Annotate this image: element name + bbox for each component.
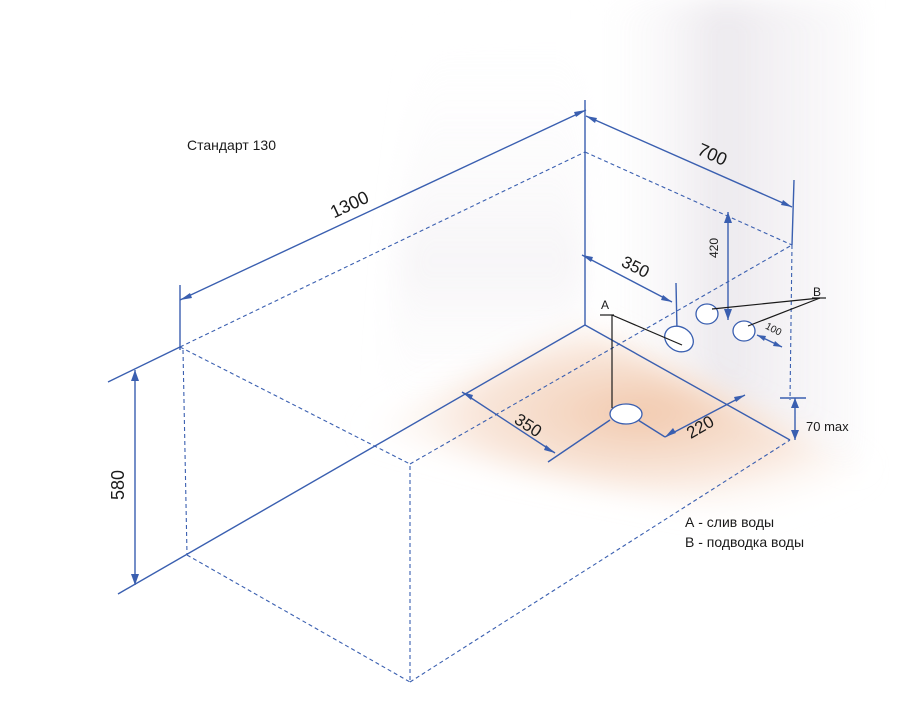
supply-hole-1 (695, 303, 719, 325)
leader-lines (600, 297, 826, 408)
marker-b: B (813, 285, 821, 299)
dim-drain-height-label: 70 max (806, 419, 849, 434)
dim-supply-height-label: 420 (707, 238, 721, 258)
legend: А - слив воды В - подводка воды (685, 514, 804, 550)
legend-item-b: В - подводка воды (685, 534, 804, 550)
legend-item-a: А - слив воды (685, 514, 774, 530)
room-shading (360, 0, 870, 520)
floor-drain-hole (609, 403, 643, 425)
tub-vertical-edges (182, 244, 793, 682)
dim-supply-height: 420 (707, 212, 732, 320)
diagram-title: Стандарт 130 (187, 137, 276, 153)
dim-drain-height: 70 max (780, 397, 849, 440)
drain-holes (609, 303, 756, 425)
dim-height: 580 (107, 346, 181, 585)
marker-a: A (601, 298, 609, 312)
wall-drain-hole (664, 325, 694, 353)
dim-length-label: 1300 (327, 187, 372, 222)
dim-height-label: 580 (108, 470, 128, 500)
tub-bottom-edges (117, 324, 791, 683)
